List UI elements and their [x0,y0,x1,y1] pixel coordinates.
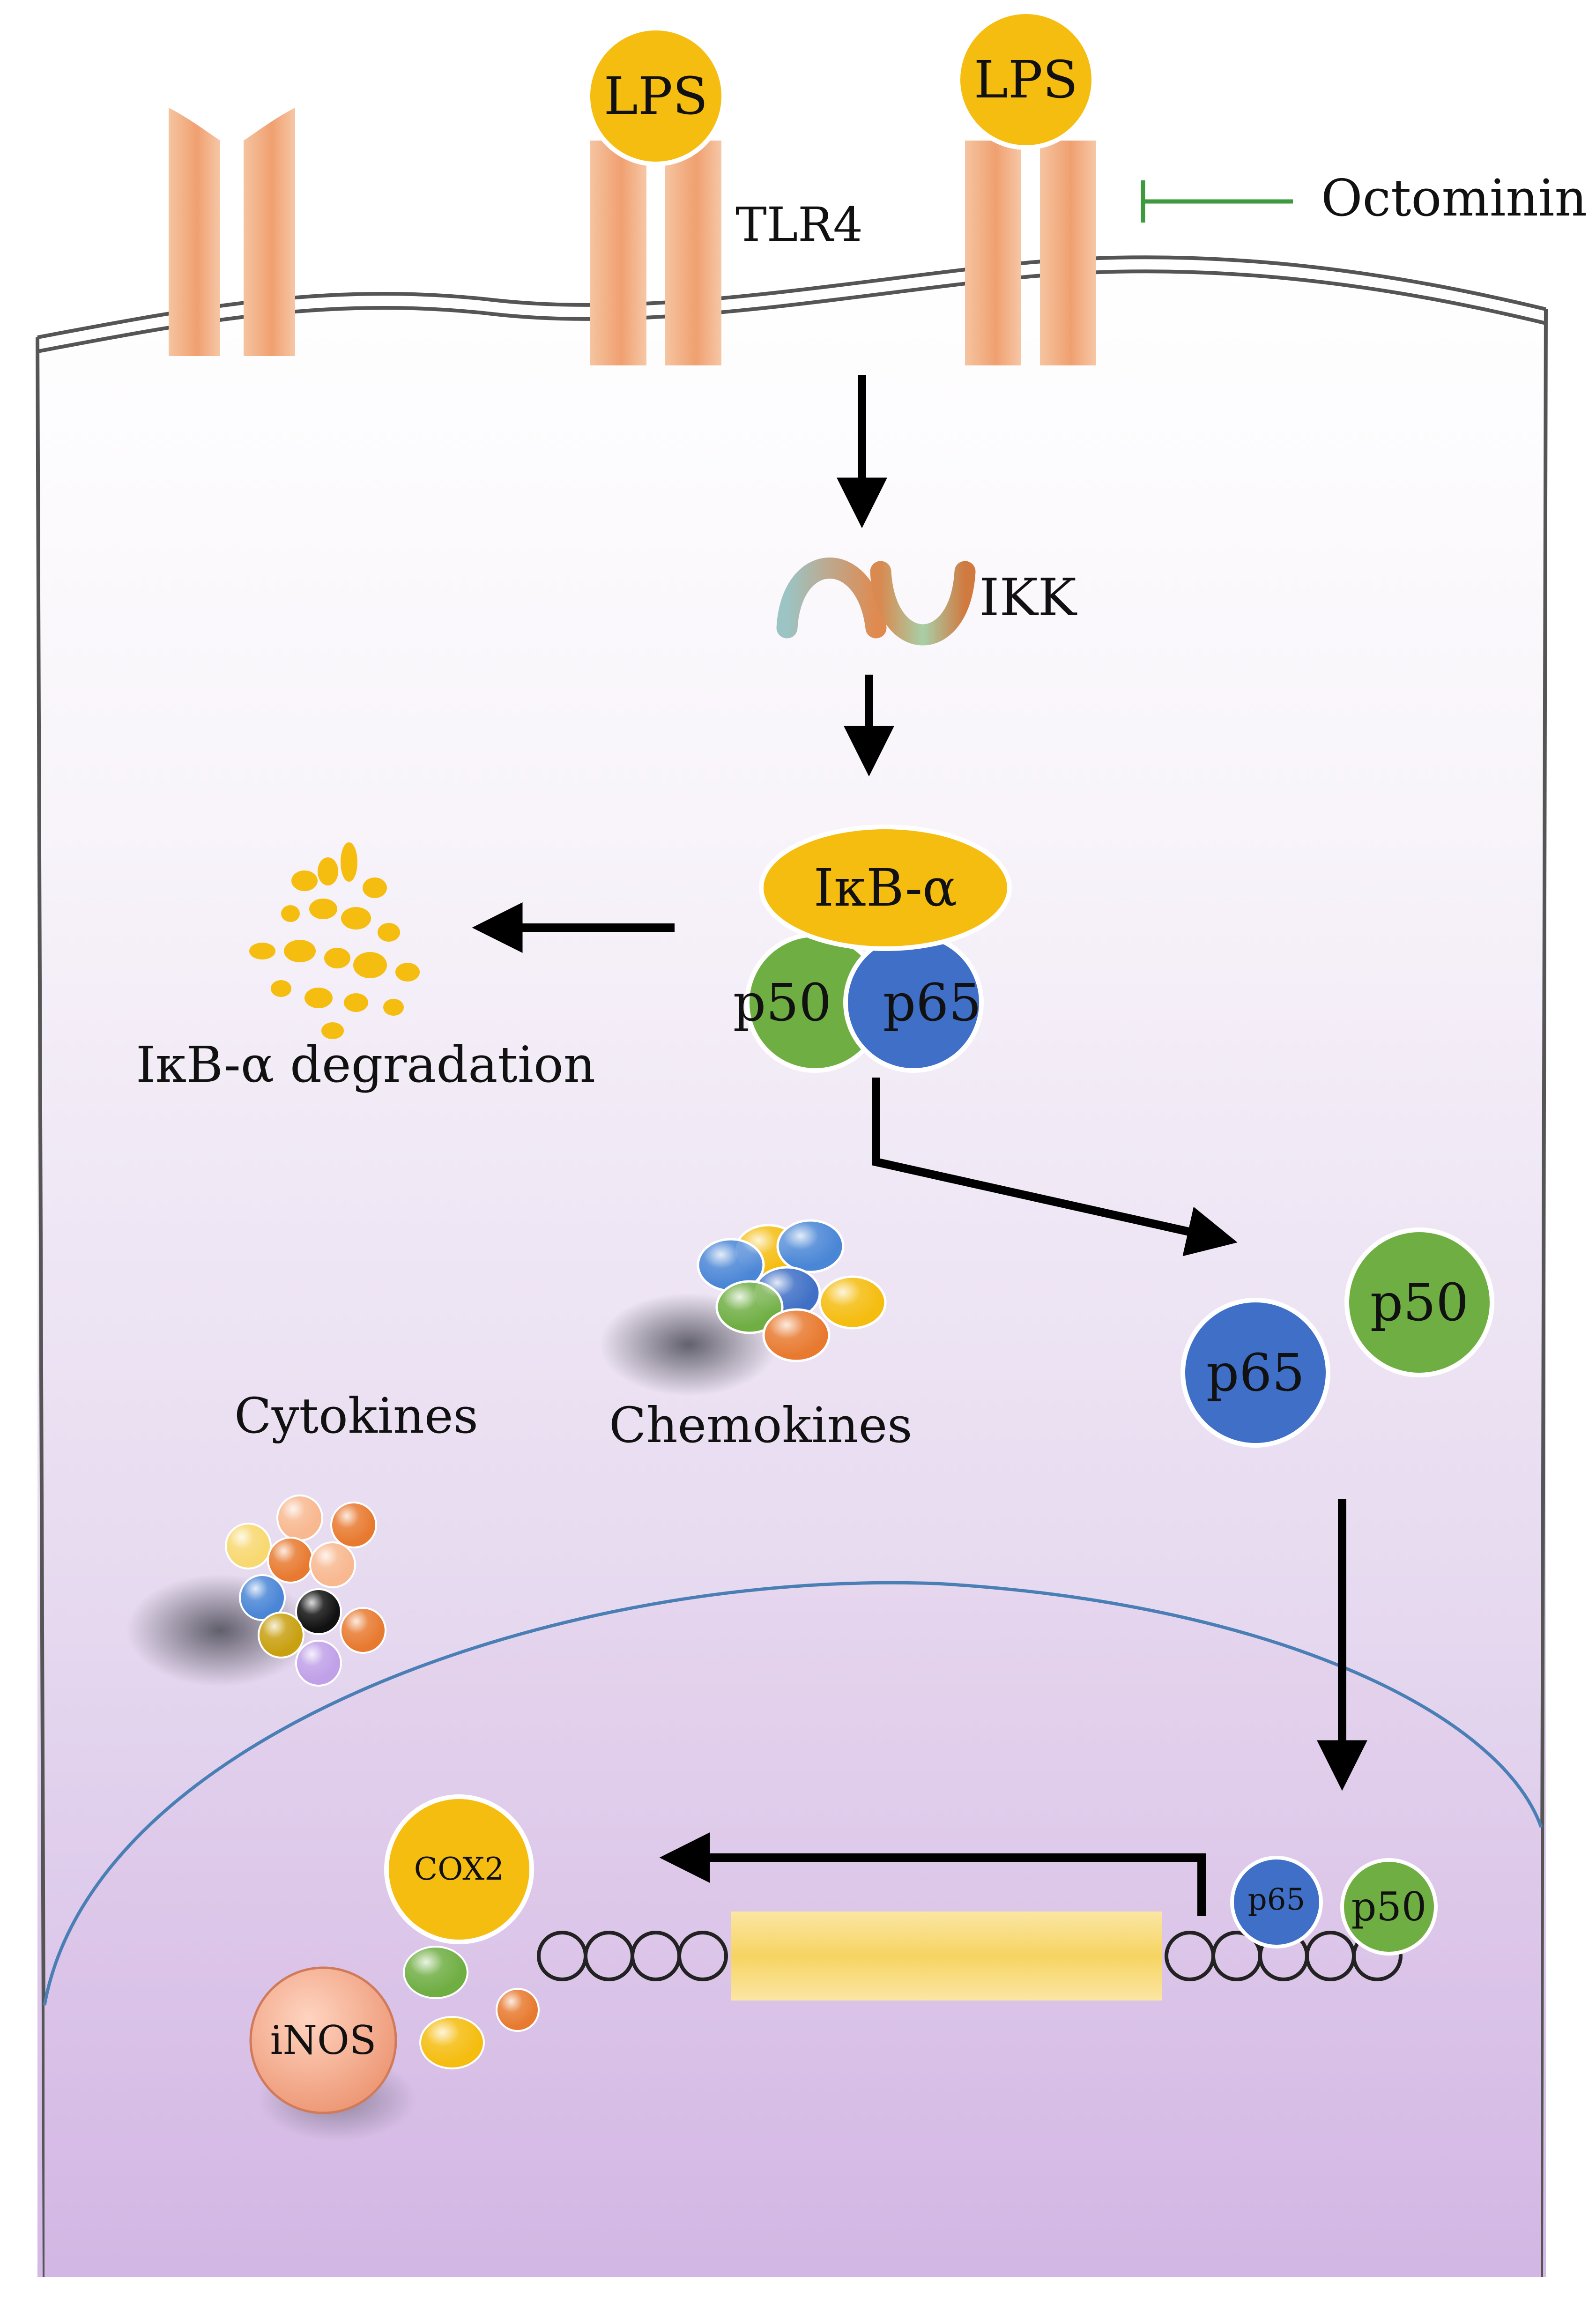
tlr4-receptor-1 [590,141,721,365]
p65-dna-label: p65 [1247,1882,1306,1917]
cytokines-label: Cytokines [234,1387,478,1444]
p65-free-label: p65 [1206,1343,1305,1403]
ikk-label: IKK [979,567,1076,627]
tlr4-receptor-2 [965,141,1096,365]
cox2-circle [384,1794,534,1944]
ikk-icon [776,558,976,646]
tlr4-receptor-empty [169,108,295,356]
chemokines-label: Chemokines [609,1397,913,1454]
ikba-degradation-label: IκB-α degradation [136,1036,596,1093]
lps-label-2: LPS [973,50,1078,110]
chemokines-cluster [600,1219,887,1396]
p50-free-label: p50 [1370,1272,1469,1332]
inos-circle [249,1966,397,2114]
p50-dna-label: p50 [1351,1884,1427,1930]
lps-label-1: LPS [603,66,708,126]
inos-label: iNOS [270,2017,377,2063]
cell-wall-right [1539,309,1548,2277]
ikba-label: IκB-α [813,858,958,918]
lps-circle-2 [956,9,1096,150]
p50-dna-circle [1340,1858,1438,1956]
cell-wall-left [36,337,46,2277]
p65-dna-circle [1230,1856,1323,1948]
dna-strand-left [537,1931,728,1981]
p65-free-circle [1180,1298,1330,1448]
p50-free-circle [1344,1227,1494,1377]
octominin-label: Octominin [1321,169,1588,228]
lps-circle-1 [586,26,726,166]
cytokines-cluster [126,1495,386,1687]
p65-complex-label: p65 [883,973,982,1033]
ikba-ellipse [759,825,1012,951]
arrow-complex-to-free [872,1078,1238,1257]
cox2-label: COX2 [414,1851,505,1887]
arrow-transcription [659,1832,1206,1916]
p50-complex-label: p50 [733,973,832,1033]
tlr4-label: TLR4 [735,197,863,252]
nuclear-envelope [43,1581,1543,2006]
gene-segment [731,1911,1162,2001]
ikba-degradation-fragments [249,842,420,1039]
